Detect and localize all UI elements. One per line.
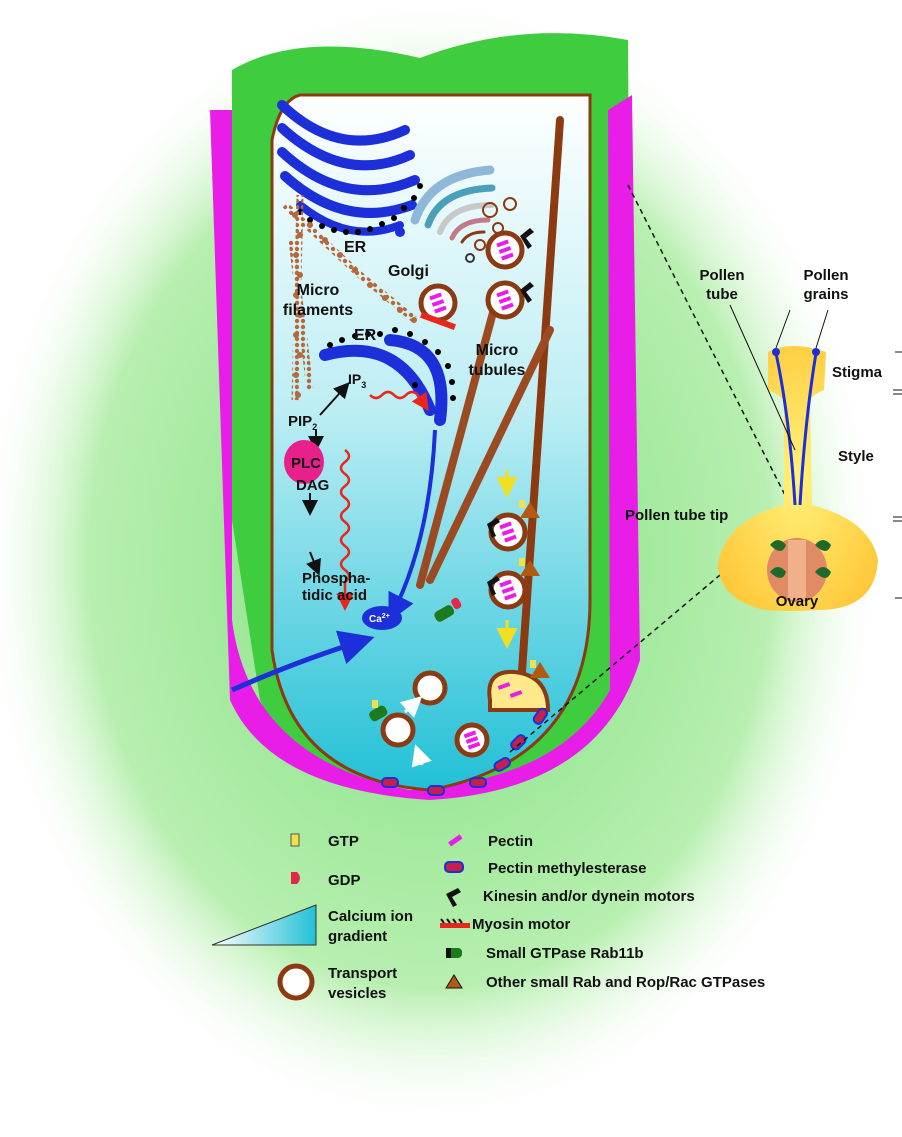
vesicle — [457, 725, 487, 755]
label-pollen-tube-tip: Pollen tube tip — [625, 507, 728, 524]
legend-kinesin: Kinesin and/or dynein motors — [483, 888, 695, 905]
label-pollen-grains-1: Pollen — [803, 267, 848, 284]
legend-vesicles-2: vesicles — [328, 985, 386, 1002]
label-pollen-tube-1: Pollen — [699, 267, 744, 284]
legend-calcium-2: gradient — [328, 928, 387, 945]
label-ovary: Ovary — [776, 593, 819, 610]
label-pollen-tube-2: tube — [706, 286, 738, 303]
label-golgi: Golgi — [388, 263, 429, 280]
legend-myosin: Myosin motor — [472, 916, 570, 933]
label-dag: DAG — [296, 477, 329, 494]
legend-gtp-symbol — [291, 834, 299, 846]
legend-rab11b-symbol — [446, 948, 462, 958]
legend-vesicles-1: Transport — [328, 965, 397, 982]
label-plc: PLC — [291, 455, 321, 472]
vesicle — [488, 233, 522, 267]
blue-vesicle — [395, 227, 405, 237]
legend-rab11b: Small GTPase Rab11b — [486, 945, 644, 962]
legend-other-gtpases: Other small Rab and Rop/Rac GTPases — [486, 974, 765, 991]
legend-calcium-1: Calcium ion — [328, 908, 413, 925]
vesicle — [488, 283, 522, 317]
label-microtubules-2: tubules — [469, 362, 526, 379]
label-er-top: ER — [344, 239, 367, 256]
label-style: Style — [838, 448, 874, 465]
label-phosphatidic-2: tidic acid — [302, 587, 367, 604]
legend-gtp: GTP — [328, 833, 359, 850]
label-stigma: Stigma — [832, 364, 883, 381]
label-microfilaments-2: filaments — [283, 302, 353, 319]
legend-gdp: GDP — [328, 872, 361, 889]
label-phosphatidic-1: Phospha- — [302, 570, 370, 587]
legend-pme-symbol — [445, 862, 463, 872]
label-er-middle: ER — [354, 327, 377, 344]
legend-pectin: Pectin — [488, 833, 533, 850]
legend-vesicle-symbol — [280, 966, 312, 998]
legend-pme: Pectin methylesterase — [488, 860, 646, 877]
label-pollen-grains-2: grains — [803, 286, 848, 303]
label-microfilaments-1: Micro — [297, 282, 340, 299]
label-microtubules-1: Micro — [476, 342, 519, 359]
